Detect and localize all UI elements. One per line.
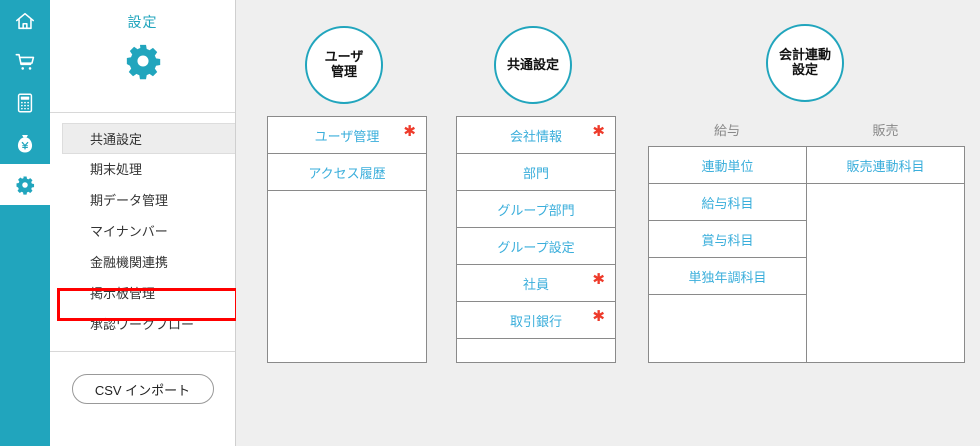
table-filler bbox=[807, 184, 964, 362]
sidebar-item-label: 期末処理 bbox=[90, 162, 143, 177]
required-asterisk-icon: ✱ bbox=[592, 123, 605, 140]
menu-cell-group-settings[interactable]: グループ設定 bbox=[457, 228, 615, 265]
required-asterisk-icon: ✱ bbox=[592, 271, 605, 288]
cell-label: グループ設定 bbox=[497, 239, 575, 255]
menu-cell-access-history[interactable]: アクセス履歴 bbox=[268, 154, 426, 191]
settings-panel-header: 設定 bbox=[50, 0, 235, 113]
cell-label: 取引銀行 bbox=[509, 313, 562, 329]
table-column: 会社情報 ✱ 部門 グループ部門 グループ設定 社員 ✱ 取引銀行 bbox=[457, 117, 615, 362]
circle-line-2: 設定 bbox=[791, 62, 818, 77]
table-column-headers: 給与 販売 bbox=[648, 120, 965, 139]
sidebar-item-common-settings[interactable]: 共通設定 bbox=[62, 123, 235, 154]
sidebar-item-label: 承認ワークフロー bbox=[90, 317, 195, 332]
circle-line-1: 会計連動 bbox=[778, 47, 831, 63]
table-accounting-link: 連動単位 給与科目 賞与科目 単独年調科目 販売連動科目 bbox=[648, 146, 965, 363]
csv-button-wrap: CSV インポート bbox=[50, 352, 235, 404]
sidebar-item-period-end[interactable]: 期末処理 bbox=[62, 154, 231, 185]
column-header-payroll: 給与 bbox=[713, 123, 740, 138]
sidebar-item-label: 期データ管理 bbox=[90, 193, 169, 208]
table-filler bbox=[268, 191, 426, 362]
sidebar-item-label: マイナンバー bbox=[90, 224, 168, 239]
sidebar-item-bank-link[interactable]: 金融機関連携 bbox=[62, 247, 231, 278]
required-asterisk-icon: ✱ bbox=[592, 308, 605, 325]
cell-label: 単独年調科目 bbox=[688, 269, 767, 285]
table-filler bbox=[649, 295, 806, 362]
table-column-payroll: 連動単位 給与科目 賞与科目 単独年調科目 bbox=[649, 147, 806, 362]
rail-item-cart[interactable] bbox=[0, 41, 50, 82]
menu-cell-link-unit[interactable]: 連動単位 bbox=[649, 147, 806, 184]
sidebar-item-label: 金融機関連携 bbox=[90, 255, 169, 270]
table-common-settings: 会社情報 ✱ 部門 グループ部門 グループ設定 社員 ✱ 取引銀行 bbox=[456, 116, 616, 363]
calculator-icon bbox=[14, 92, 36, 114]
cell-label: ユーザ管理 bbox=[314, 128, 380, 144]
settings-panel: 設定 共通設定 期末処理 期データ管理 マイナンバー 金融機関連携 掲示板管理 … bbox=[50, 0, 236, 446]
circle-line-1: ユーザ bbox=[324, 49, 364, 65]
menu-cell-user-management[interactable]: ユーザ管理 ✱ bbox=[268, 117, 426, 154]
menu-cell-sales-link-account[interactable]: 販売連動科目 bbox=[807, 147, 964, 184]
menu-cell-company-info[interactable]: 会社情報 ✱ bbox=[457, 117, 615, 154]
menu-cell-bank[interactable]: 取引銀行 ✱ bbox=[457, 302, 615, 339]
cell-label: 賞与科目 bbox=[701, 232, 754, 248]
circle-line-2: 管理 bbox=[330, 64, 357, 79]
cell-label: 給与科目 bbox=[701, 195, 754, 211]
menu-cell-group-department[interactable]: グループ部門 bbox=[457, 191, 615, 228]
group-circle-common-settings[interactable]: 共通設定 bbox=[494, 26, 572, 104]
cart-icon bbox=[14, 51, 36, 73]
rail-item-home[interactable] bbox=[0, 0, 50, 41]
rail-item-calculator[interactable] bbox=[0, 82, 50, 123]
sidebar-item-period-data[interactable]: 期データ管理 bbox=[62, 185, 231, 216]
sidebar-item-approval-workflow[interactable]: 承認ワークフロー bbox=[62, 309, 231, 340]
menu-cell-bonus-account[interactable]: 賞与科目 bbox=[649, 221, 806, 258]
money-bag-icon bbox=[14, 133, 36, 155]
cell-label: 販売連動科目 bbox=[846, 158, 925, 174]
table-user-management: ユーザ管理 ✱ アクセス履歴 bbox=[267, 116, 427, 363]
sidebar-item-bulletin-board[interactable]: 掲示板管理 bbox=[62, 278, 231, 309]
cell-label: グループ部門 bbox=[497, 202, 575, 218]
cell-label: 連動単位 bbox=[701, 158, 754, 174]
cell-label: 部門 bbox=[522, 165, 549, 181]
rail-item-settings[interactable] bbox=[0, 164, 50, 205]
table-column: ユーザ管理 ✱ アクセス履歴 bbox=[268, 117, 426, 362]
icon-rail bbox=[0, 0, 50, 446]
menu-divider bbox=[50, 351, 235, 352]
sidebar-item-label: 掲示板管理 bbox=[90, 286, 156, 301]
required-asterisk-icon: ✱ bbox=[403, 123, 416, 140]
cell-label: アクセス履歴 bbox=[308, 165, 386, 181]
menu-cell-payroll-account[interactable]: 給与科目 bbox=[649, 184, 806, 221]
settings-gear-icon bbox=[124, 42, 162, 80]
circle-line-1: 共通設定 bbox=[506, 56, 559, 72]
page-title: 設定 bbox=[127, 14, 158, 30]
menu-cell-employee[interactable]: 社員 ✱ bbox=[457, 265, 615, 302]
cell-label: 社員 bbox=[522, 276, 549, 292]
home-icon bbox=[14, 10, 36, 32]
cell-label: 会社情報 bbox=[509, 128, 562, 144]
group-circle-accounting-link-settings[interactable]: 会計連動 設定 bbox=[766, 24, 844, 102]
sidebar-item-label: 共通設定 bbox=[90, 132, 143, 147]
column-header-sales: 販売 bbox=[872, 123, 899, 138]
rail-item-money[interactable] bbox=[0, 123, 50, 164]
settings-menu: 共通設定 期末処理 期データ管理 マイナンバー 金融機関連携 掲示板管理 承認ワ… bbox=[50, 113, 235, 340]
table-column-sales: 販売連動科目 bbox=[806, 147, 964, 362]
main-content: ユーザ 管理 ユーザ管理 ✱ アクセス履歴 共通設定 bbox=[236, 0, 980, 446]
sidebar-item-my-number[interactable]: マイナンバー bbox=[62, 216, 231, 247]
menu-cell-department[interactable]: 部門 bbox=[457, 154, 615, 191]
menu-cell-standalone-yearend-account[interactable]: 単独年調科目 bbox=[649, 258, 806, 295]
table-filler bbox=[457, 339, 615, 362]
csv-import-button[interactable]: CSV インポート bbox=[71, 374, 214, 404]
gear-icon bbox=[15, 175, 35, 195]
group-circle-user-management[interactable]: ユーザ 管理 bbox=[305, 26, 383, 104]
